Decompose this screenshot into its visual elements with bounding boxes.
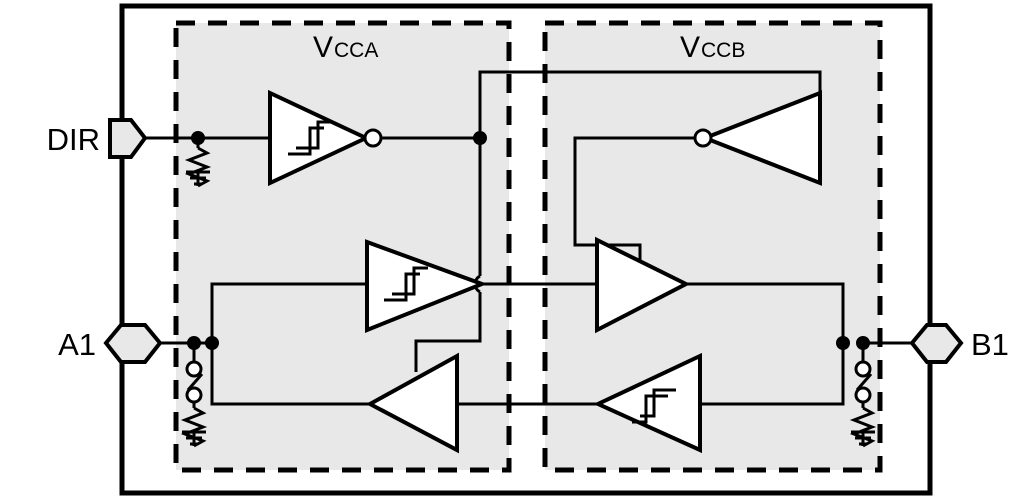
wire-b1-to-driver <box>700 343 845 406</box>
wire-a1-from-driver <box>210 343 370 406</box>
a1-node-dot-1 <box>187 336 201 350</box>
wire-a1-to-driver <box>210 282 367 343</box>
a1-node-dot-2 <box>205 336 219 350</box>
schmitt-hysteresis-icon <box>632 388 676 424</box>
a-side-output-driver <box>365 352 459 454</box>
pin-b1-shape <box>909 323 964 364</box>
pin-b1[interactable]: B1 <box>909 323 1009 364</box>
dir-fanout-dot <box>473 131 487 145</box>
svg-text:V: V <box>313 31 333 64</box>
dir-node-dot <box>191 131 205 145</box>
inverter-bubble-icon <box>363 128 383 148</box>
pin-dir[interactable]: DIR <box>47 118 148 159</box>
a1-pulldown <box>180 402 208 448</box>
dir-pulldown <box>184 138 212 188</box>
b1-node-dot-2 <box>856 336 870 350</box>
a-to-b-driver <box>365 239 488 333</box>
wire-dir-enable-down-bottom <box>414 292 482 372</box>
vccb-domain-border <box>542 20 883 473</box>
dir-inverter <box>268 89 383 187</box>
wire-b-driver-out <box>684 282 845 343</box>
svg-text:V: V <box>680 31 700 64</box>
svg-text:CCA: CCA <box>334 39 378 62</box>
b1-switch <box>854 343 873 404</box>
vcca-domain-border <box>173 20 512 473</box>
inverter-b-bubble-icon <box>693 128 713 148</box>
ground-icon <box>182 430 206 446</box>
wire-dirb-out <box>573 136 696 268</box>
pin-dir-label: DIR <box>47 122 100 157</box>
a1-switch <box>185 343 204 404</box>
pin-a1-label: A1 <box>58 327 96 362</box>
resistor-icon <box>849 406 877 448</box>
device-outline <box>119 3 933 496</box>
svg-text:CCB: CCB <box>701 39 745 62</box>
dir-inverter-b <box>693 90 822 186</box>
ground-icon <box>186 170 210 186</box>
b-side-output-driver <box>595 236 691 334</box>
b-to-a-driver <box>593 352 702 454</box>
resistor-icon <box>184 146 212 188</box>
b1-pulldown <box>849 402 877 448</box>
resistor-icon <box>180 406 208 448</box>
b1-node-dot-1 <box>836 336 850 350</box>
pin-a1-shape <box>103 323 163 364</box>
junction-dots <box>187 131 870 350</box>
vcca-label: V CCA <box>313 31 378 64</box>
pin-a1[interactable]: A1 <box>58 323 163 364</box>
schmitt-hysteresis-icon <box>384 266 428 302</box>
ground-icon <box>851 430 875 446</box>
pin-dir-shape <box>108 118 148 159</box>
schmitt-hysteresis-icon <box>288 120 332 156</box>
pin-b1-label: B1 <box>971 327 1009 362</box>
vccb-label: V CCB <box>680 31 745 64</box>
